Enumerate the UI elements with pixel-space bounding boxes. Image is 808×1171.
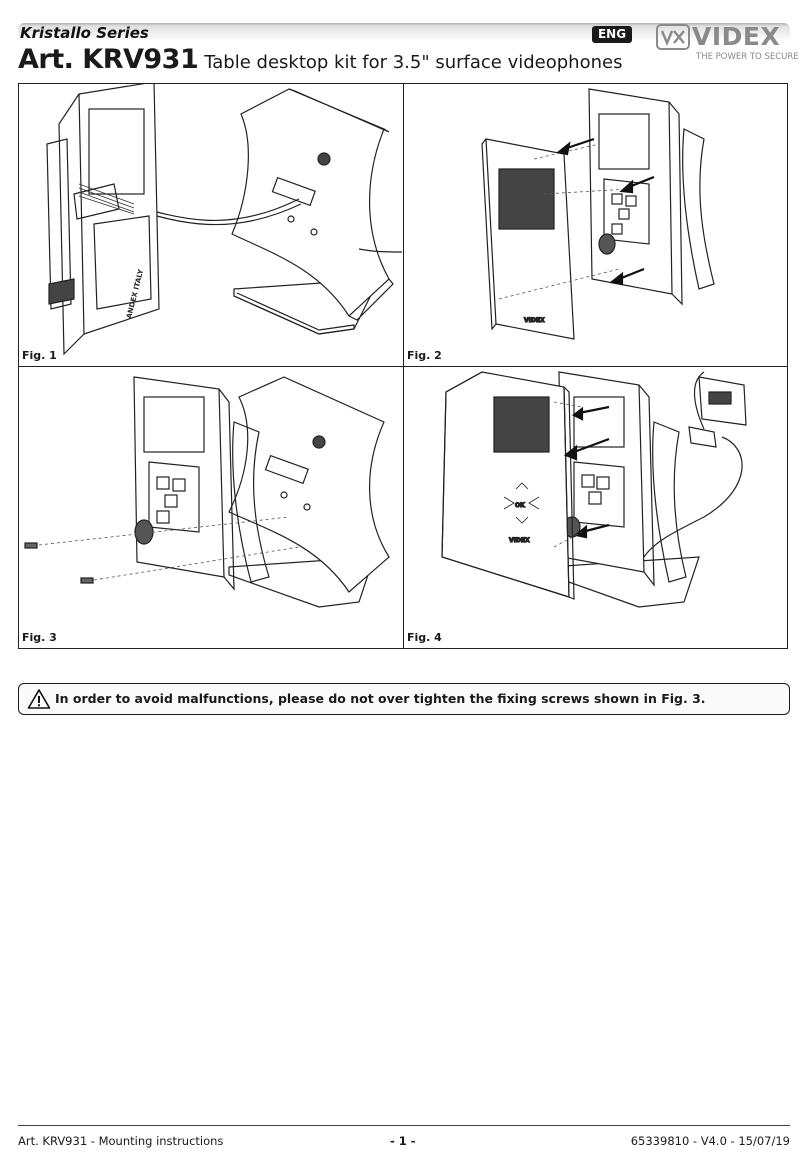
fig4-ok-key: OK [515, 502, 525, 509]
warning-text: In order to avoid malfunctions, please d… [55, 691, 706, 706]
article-description: Table desktop kit for 3.5" surface video… [204, 52, 623, 73]
logo-tagline: THE POWER TO SECURE [696, 52, 799, 62]
figure-3-label: Fig. 3 [22, 631, 57, 644]
language-badge: ENG [592, 26, 632, 43]
fig2-device-print: VIDEX [524, 317, 545, 324]
series-title: Kristallo Series [20, 24, 149, 42]
videx-logo: VIDEX THE POWER TO SECURE [656, 22, 799, 64]
figure-4: OK VIDEX Fig. 4 [404, 367, 787, 648]
figure-1: ANDEX ITALY Fig. 1 [19, 84, 404, 367]
figure-4-drawing: OK VIDEX [441, 371, 747, 608]
footer-page-number: - 1 - [390, 1134, 416, 1148]
figure-2-label: Fig. 2 [407, 349, 442, 362]
figure-4-label: Fig. 4 [407, 631, 442, 644]
footer-document-title: Art. KRV931 - Mounting instructions [18, 1134, 224, 1148]
figure-2: VIDEX Fig. 2 [404, 84, 787, 367]
footer-rule [18, 1125, 790, 1126]
warning-box: In order to avoid malfunctions, please d… [18, 683, 790, 715]
logo-wordmark: VIDEX [692, 22, 781, 51]
header-band [18, 23, 790, 49]
figure-2-drawing: VIDEX [481, 88, 715, 340]
warning-triangle-icon [27, 689, 51, 709]
figure-grid: ANDEX ITALY Fig. 1 VIDEX [18, 83, 788, 649]
figure-1-label: Fig. 1 [22, 349, 57, 362]
footer-document-code: 65339810 - V4.0 - 15/07/19 [630, 1134, 790, 1148]
article-code: Art. KRV931 [18, 44, 199, 75]
figure-3-drawing [24, 376, 390, 608]
figure-1-drawing: ANDEX ITALY [46, 84, 403, 356]
figure-3: Fig. 3 [19, 367, 404, 648]
fig4-device-print: VIDEX [509, 537, 530, 544]
videx-logo-mark-icon [656, 24, 690, 50]
